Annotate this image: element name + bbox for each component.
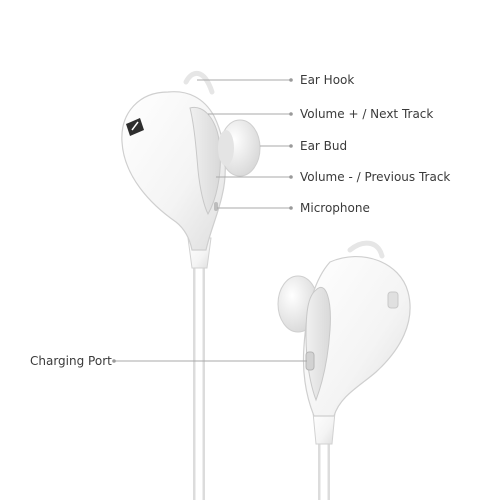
lower-earphone <box>277 240 411 500</box>
upper-earphone <box>121 71 261 500</box>
earphone-body-lower <box>302 255 411 417</box>
callout-leaders <box>112 78 307 363</box>
label-volume-up: Volume + / Next Track <box>300 107 433 121</box>
label-charging-port: Charging Port <box>30 354 112 368</box>
control-panel-upper <box>189 106 221 216</box>
label-volume-down: Volume - / Previous Track <box>300 170 450 184</box>
ear-hook-upper <box>183 71 215 95</box>
label-microphone: Microphone <box>300 201 370 215</box>
ear-hook-lower <box>347 240 385 259</box>
microphone-slot <box>214 202 218 211</box>
control-panel-lower <box>305 287 331 402</box>
label-ear-hook: Ear Hook <box>300 73 354 87</box>
logo-mark <box>126 118 144 136</box>
label-ear-bud: Ear Bud <box>300 139 347 153</box>
charging-port <box>305 351 315 371</box>
